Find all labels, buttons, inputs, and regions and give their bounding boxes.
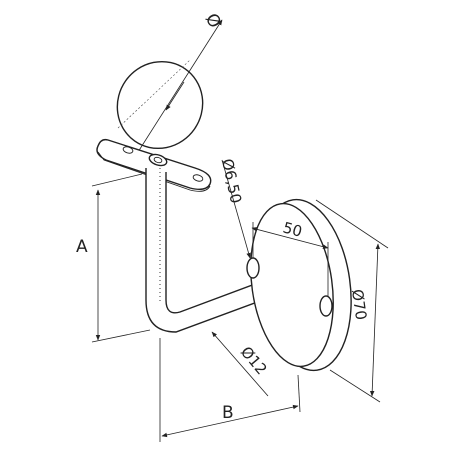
projection-b-dimension: [159, 338, 301, 442]
flange-diameter-dimension: [315, 199, 389, 403]
rod-diameter-dimension: [211, 331, 269, 397]
hole-diameter-dimension: [221, 159, 251, 259]
height-a-label: A: [76, 237, 88, 257]
handrail-diameter-dimension: [137, 19, 223, 153]
height-a-dimension: [91, 173, 151, 343]
flange-diameter-label: Ø70: [348, 288, 370, 321]
projection-b-label: B: [222, 403, 234, 423]
handrail-diameter-label: Ø: [201, 10, 225, 32]
wall-flange: [246, 198, 352, 372]
saddle-plate: [96, 138, 212, 192]
rod-diameter-label: Ø12: [237, 343, 271, 378]
hole-diameter-label: Ø6,50: [218, 157, 245, 205]
hole-spacing-dimension: [251, 222, 329, 296]
hole-spacing-label: 50: [281, 218, 304, 240]
